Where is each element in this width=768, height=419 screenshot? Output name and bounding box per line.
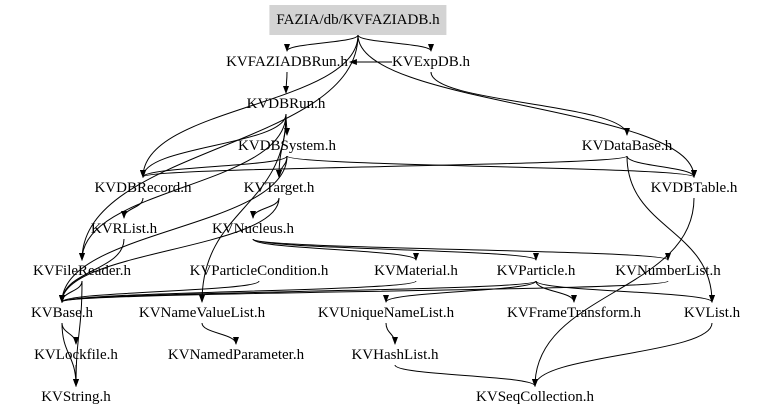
node-namedparameter[interactable]: KVNamedParameter.h [167,347,305,363]
edge-numberlist-to-base [59,280,669,303]
edge-dbrun-to-dbrecord [140,113,287,178]
edge-dbrun-to-namevaluelist [199,113,287,303]
node-fazia-run[interactable]: KVFAZIADBRun.h [226,54,348,70]
edge-fazia_run-to-dbrun [283,71,290,94]
edge-particle-to-list [535,280,715,303]
node-dbsystem[interactable]: KVDBSystem.h [238,138,336,154]
node-particle-condition[interactable]: KVParticleCondition.h [189,263,329,279]
node-filereader[interactable]: KVFileReader.h [33,263,131,279]
edge-particlecond-to-base [59,280,260,303]
node-dbrun[interactable]: KVDBRun.h [246,96,326,112]
edge-nucleus-to-material [252,238,419,261]
edge-target-to-base [59,197,280,303]
node-seqcollection[interactable]: KVSeqCollection.h [476,389,594,405]
edge-root-to-expdb [357,34,434,52]
edge-dbrecord-to-rlist [121,197,144,219]
edge-dbsystem-to-dbrecord [140,155,288,178]
node-root[interactable]: FAZIA/db/KVFAZIADB.h [269,5,447,35]
edge-namevaluelist-to-namedparam [201,322,239,345]
edge-database-to-dbtable [626,155,697,178]
node-numberlist[interactable]: KVNumberList.h [615,263,721,279]
node-base[interactable]: KVBase.h [30,305,94,321]
edge-root-to-fazia_run [284,34,359,52]
edge-hashlist-to-seqcollection [394,364,538,387]
node-lockfile[interactable]: KVLockfile.h [34,347,118,363]
edge-database-to-dbrecord [140,155,628,178]
edge-expdb-to-database [430,71,630,136]
edge-database-to-list [626,155,715,303]
edge-material-to-base [59,280,417,303]
node-dbtable[interactable]: KVDBTable.h [650,180,738,196]
edge-root-to-dbrecord [140,34,359,178]
node-rlist[interactable]: KVRList.h [90,221,158,237]
edge-nucleus-to-particle [252,238,539,261]
edge-uniquenamelist-to-hashlist [385,322,398,345]
edge-list-to-seqcollection [532,322,713,387]
edge-particle-to-base [59,280,537,303]
edge-dbsystem-to-base [59,155,288,303]
node-expdb[interactable]: KVExpDB.h [392,54,470,70]
node-frametransform[interactable]: KVFrameTransform.h [506,305,642,321]
node-list[interactable]: KVList.h [683,305,741,321]
node-database[interactable]: KVDataBase.h [581,138,673,154]
node-material[interactable]: KVMaterial.h [374,263,458,279]
edge-nucleus-to-numberlist [252,238,671,261]
node-dbrecord[interactable]: KVDBRecord.h [94,180,192,196]
edge-dbrun-to-filereader [79,113,287,261]
node-target[interactable]: KVTarget.h [243,180,315,196]
node-namevaluelist[interactable]: KVNameValueList.h [138,305,266,321]
node-nucleus[interactable]: KVNucleus.h [211,221,295,237]
node-string[interactable]: KVString.h [41,389,111,405]
node-hashlist[interactable]: KVHashList.h [351,347,439,363]
node-uniquenamelist[interactable]: KVUniqueNameList.h [317,305,455,321]
edge-particle-to-frametransform [535,280,577,303]
edge-target-to-nucleus [250,197,280,219]
edge-dbsystem-to-dbtable [286,155,697,178]
edge-root-to-filereader [79,34,359,261]
node-particle[interactable]: KVParticle.h [496,263,576,279]
edge-root-to-dbtable [357,34,697,178]
edge-dbtable-to-seqcollection [532,197,695,387]
edge-particle-to-uniquenamelist [383,280,537,303]
